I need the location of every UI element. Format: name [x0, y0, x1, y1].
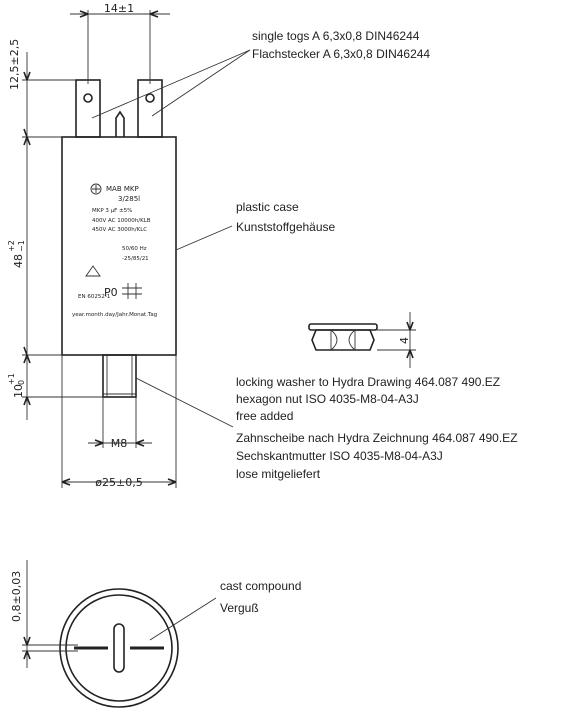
thread-dimension: M8 [88, 397, 152, 450]
stud-length-tol-upper: +1 [7, 373, 16, 385]
hex-nut-detail: 4 [308, 312, 416, 368]
label-date-code: year.month.day/Jahr.Monat.Tag [72, 312, 157, 318]
plastic-case-body [61, 136, 177, 356]
capacitor-side-view [61, 79, 177, 398]
center-pin [115, 110, 125, 137]
hash-mark-icon [122, 283, 142, 299]
capacitor-label: MAB MKP 3/285l MKP 3 µF ±5% 400V AC 1000… [72, 183, 157, 318]
note-case-en: plastic case [236, 200, 299, 214]
body-height-base: 48 [12, 254, 25, 268]
case-inner-circle [65, 594, 173, 702]
hex-nut [311, 329, 375, 351]
label-rating-2: 450V AC 3000h/KLC [92, 227, 147, 233]
label-code: P0 [104, 286, 118, 299]
tab-spacing-dimension: 14±1 [70, 2, 170, 84]
bottom-view: 0,8±0,03 [10, 560, 179, 708]
brand-logo-icon [90, 183, 102, 195]
label-type: MKP 3 µF ±5% [92, 208, 132, 214]
note-hardware-en-3: free added [236, 409, 293, 423]
label-climate: -25/85/21 [122, 256, 149, 262]
note-case-de: Kunststoffgehäuse [236, 220, 336, 234]
body-height-tol-lower: −1 [17, 240, 26, 252]
diameter-dimension: ø25±0,5 [61, 355, 177, 489]
label-frequency: 50/60 Hz [122, 246, 147, 252]
label-standard: EN 60252-1 [78, 294, 110, 300]
stud-length-base: 10 [12, 384, 25, 398]
note-hardware-de-1: Zahnscheibe nach Hydra Zeichnung 464.087… [236, 431, 518, 445]
body-height-tol-upper: +2 [7, 240, 16, 252]
approval-mark-icon [85, 265, 101, 277]
left-tab-hole [83, 93, 93, 103]
right-terminal-tab [137, 79, 163, 138]
tab-height-label: 12,5±2,5 [8, 39, 21, 90]
left-terminal-tab [75, 79, 101, 138]
stud-length-tol-lower: 0 [17, 380, 26, 385]
compound-gap-label: 0,8±0,03 [10, 571, 23, 622]
locking-washer [308, 323, 378, 331]
note-hardware-en-1: locking washer to Hydra Drawing 464.087 … [236, 375, 500, 389]
note-tabs-de: Flachstecker A 6,3x0,8 DIN46244 [252, 47, 430, 61]
annotation-notes: single togs A 6,3x0,8 DIN46244 Flachstec… [220, 29, 518, 615]
label-rating-1: 400V AC 10000h/KLB [92, 218, 151, 224]
note-hardware-de-2: Sechskantmutter ISO 4035-M8-04-A3J [236, 449, 443, 463]
note-hardware-de-3: lose mitgeliefert [236, 467, 321, 481]
diameter-label: ø25±0,5 [95, 476, 142, 489]
vertical-dimensions: 12,5±2,5 48 +2 −1 10 +1 0 [7, 39, 103, 420]
threaded-stud [102, 354, 137, 398]
thread-label: M8 [111, 437, 128, 450]
nut-height-label: 4 [398, 337, 411, 344]
note-tabs-en: single togs A 6,3x0,8 DIN46244 [252, 29, 420, 43]
right-tab-hole [145, 93, 155, 103]
label-brand: MAB MKP [106, 185, 139, 193]
tab-spacing-label: 14±1 [104, 2, 134, 15]
note-compound-de: Verguß [220, 601, 259, 615]
leader-lines [91, 49, 251, 641]
case-outer-circle [59, 588, 179, 708]
note-hardware-en-2: hexagon nut ISO 4035-M8-04-A3J [236, 392, 419, 406]
center-slot [113, 623, 125, 673]
note-compound-en: cast compound [220, 579, 301, 593]
label-capacitance: 3/285l [118, 195, 140, 203]
